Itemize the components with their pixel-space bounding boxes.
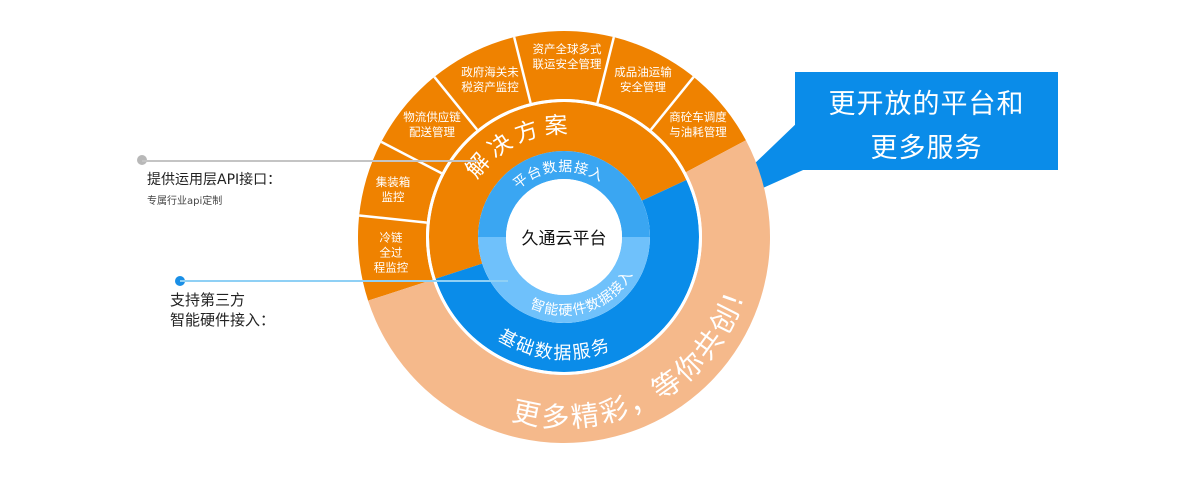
more-services-ring xyxy=(368,140,771,444)
segment-divider xyxy=(380,140,443,175)
solutions-ring xyxy=(428,101,687,279)
segment-logistics: 物流供应链 配送管理 xyxy=(403,110,461,139)
platform-access-ring xyxy=(478,151,650,237)
segment-container: 集装箱 监控 xyxy=(375,175,411,204)
callout-line1: 更开放的平台和 xyxy=(828,89,1025,120)
segment-divider xyxy=(596,36,616,104)
segment-oil-transport: 成品油运输 安全管理 xyxy=(614,65,672,94)
segment-concrete-truck: 商砼车调度 与油耗管理 xyxy=(669,110,727,139)
segment-divider xyxy=(649,76,695,131)
api-subtitle: 专属行业api定制 xyxy=(147,196,223,207)
callout-line2: 更多服务 xyxy=(870,133,983,164)
segment-asset-transport: 资产全球多式 联运安全管理 xyxy=(532,42,602,71)
hardware-access-ring xyxy=(478,237,650,323)
api-connector-line xyxy=(142,160,478,162)
basic-service-ring xyxy=(435,179,699,372)
segment-cold-chain: 冷链 全过 程监控 xyxy=(373,230,409,275)
api-title: 提供运用层API接口： xyxy=(147,172,282,188)
solutions-outer-ring xyxy=(358,31,746,301)
center-label: 久通云平台 xyxy=(522,229,607,249)
hardware-connector-line xyxy=(180,280,508,282)
hardware-line1: 支持第三方 xyxy=(170,291,246,309)
center-circle xyxy=(506,179,622,295)
segment-divider xyxy=(512,36,532,104)
callout-box: 更开放的平台和 更多服务 xyxy=(795,72,1058,170)
segment-divider xyxy=(358,214,427,224)
ring-separator xyxy=(426,99,702,375)
hardware-line2: 智能硬件接入： xyxy=(170,311,276,329)
segment-divider xyxy=(433,76,479,131)
segment-customs: 政府海关未 税资产监控 xyxy=(461,65,519,94)
